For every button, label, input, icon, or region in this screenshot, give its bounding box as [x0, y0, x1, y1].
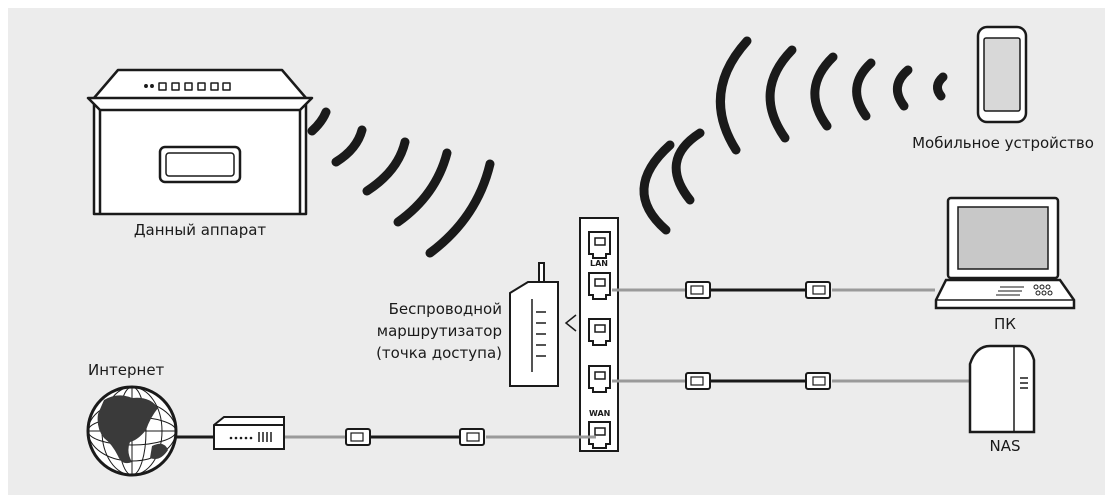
mobile-device-label: Мобильное устройство — [912, 134, 1094, 152]
mobile-wifi-waves — [639, 36, 948, 235]
router-port-4 — [588, 365, 611, 393]
device-label: Данный аппарат — [133, 221, 267, 239]
internet-globe-icon — [86, 385, 178, 477]
router-label-line2: маршрутизатор — [376, 322, 502, 340]
pc-computer-icon — [934, 196, 1076, 310]
speaker-wifi-waves — [307, 107, 495, 258]
cable-router-to-pc — [612, 281, 935, 299]
internet-label: Интернет — [88, 361, 165, 379]
router-label-line3: (точка доступа) — [376, 344, 502, 362]
port-lan-label: LAN — [590, 259, 608, 268]
speaker-device-icon — [86, 68, 314, 216]
nas-label: NAS — [989, 437, 1021, 455]
router-port-panel — [579, 217, 619, 452]
router-port-lan — [588, 272, 611, 300]
router-port-3 — [588, 318, 611, 346]
router-label-line1: Беспроводной — [388, 300, 502, 318]
router-port-wan — [588, 421, 611, 449]
mobile-phone-icon — [976, 25, 1028, 124]
nas-storage-icon — [968, 344, 1036, 434]
cable-router-to-nas — [612, 372, 970, 390]
router-port-1 — [588, 231, 611, 259]
port-wan-label: WAN — [589, 409, 611, 418]
wireless-router-icon — [509, 262, 577, 387]
modem-icon — [213, 416, 285, 450]
cable-modem-to-router — [284, 428, 596, 446]
pc-label: ПК — [994, 315, 1016, 333]
